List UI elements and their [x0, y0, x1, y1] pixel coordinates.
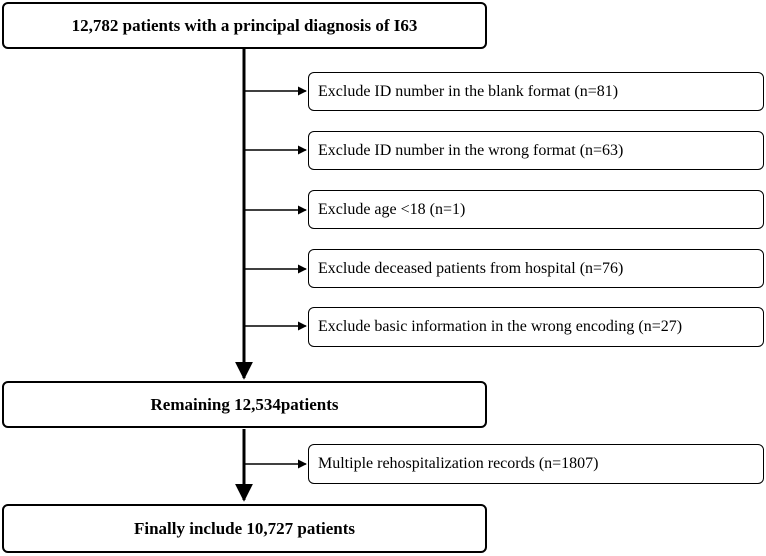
exclusion-label: Exclude ID number in the wrong format (n… [318, 141, 624, 159]
exclusion-label: Exclude basic information in the wrong e… [318, 318, 683, 335]
exclusion-box-1: Exclude ID number in the blank format (n… [308, 72, 764, 111]
exclusion-label: Exclude deceased patients from hospital … [318, 259, 624, 277]
start-label: 12,782 patients with a principal diagnos… [71, 15, 418, 35]
final-label: Finally include 10,727 patients [133, 518, 356, 538]
rehospitalization-label: Multiple rehospitalization records (n=18… [318, 455, 599, 472]
rehospitalization-box: Multiple rehospitalization records (n=18… [308, 444, 764, 484]
exclusion-box-3: Exclude age <18 (n=1) [308, 190, 764, 229]
final-box: Finally include 10,727 patients [2, 504, 487, 553]
exclusion-box-5: Exclude basic information in the wrong e… [308, 307, 764, 347]
remaining-label: Remaining 12,534patients [150, 394, 339, 414]
exclusion-label: Exclude age <18 (n=1) [318, 200, 466, 218]
remaining-box: Remaining 12,534patients [2, 381, 487, 428]
exclusion-box-4: Exclude deceased patients from hospital … [308, 249, 764, 288]
exclusion-label: Exclude ID number in the blank format (n… [318, 82, 619, 100]
exclusion-box-2: Exclude ID number in the wrong format (n… [308, 131, 764, 170]
start-box: 12,782 patients with a principal diagnos… [2, 2, 487, 49]
